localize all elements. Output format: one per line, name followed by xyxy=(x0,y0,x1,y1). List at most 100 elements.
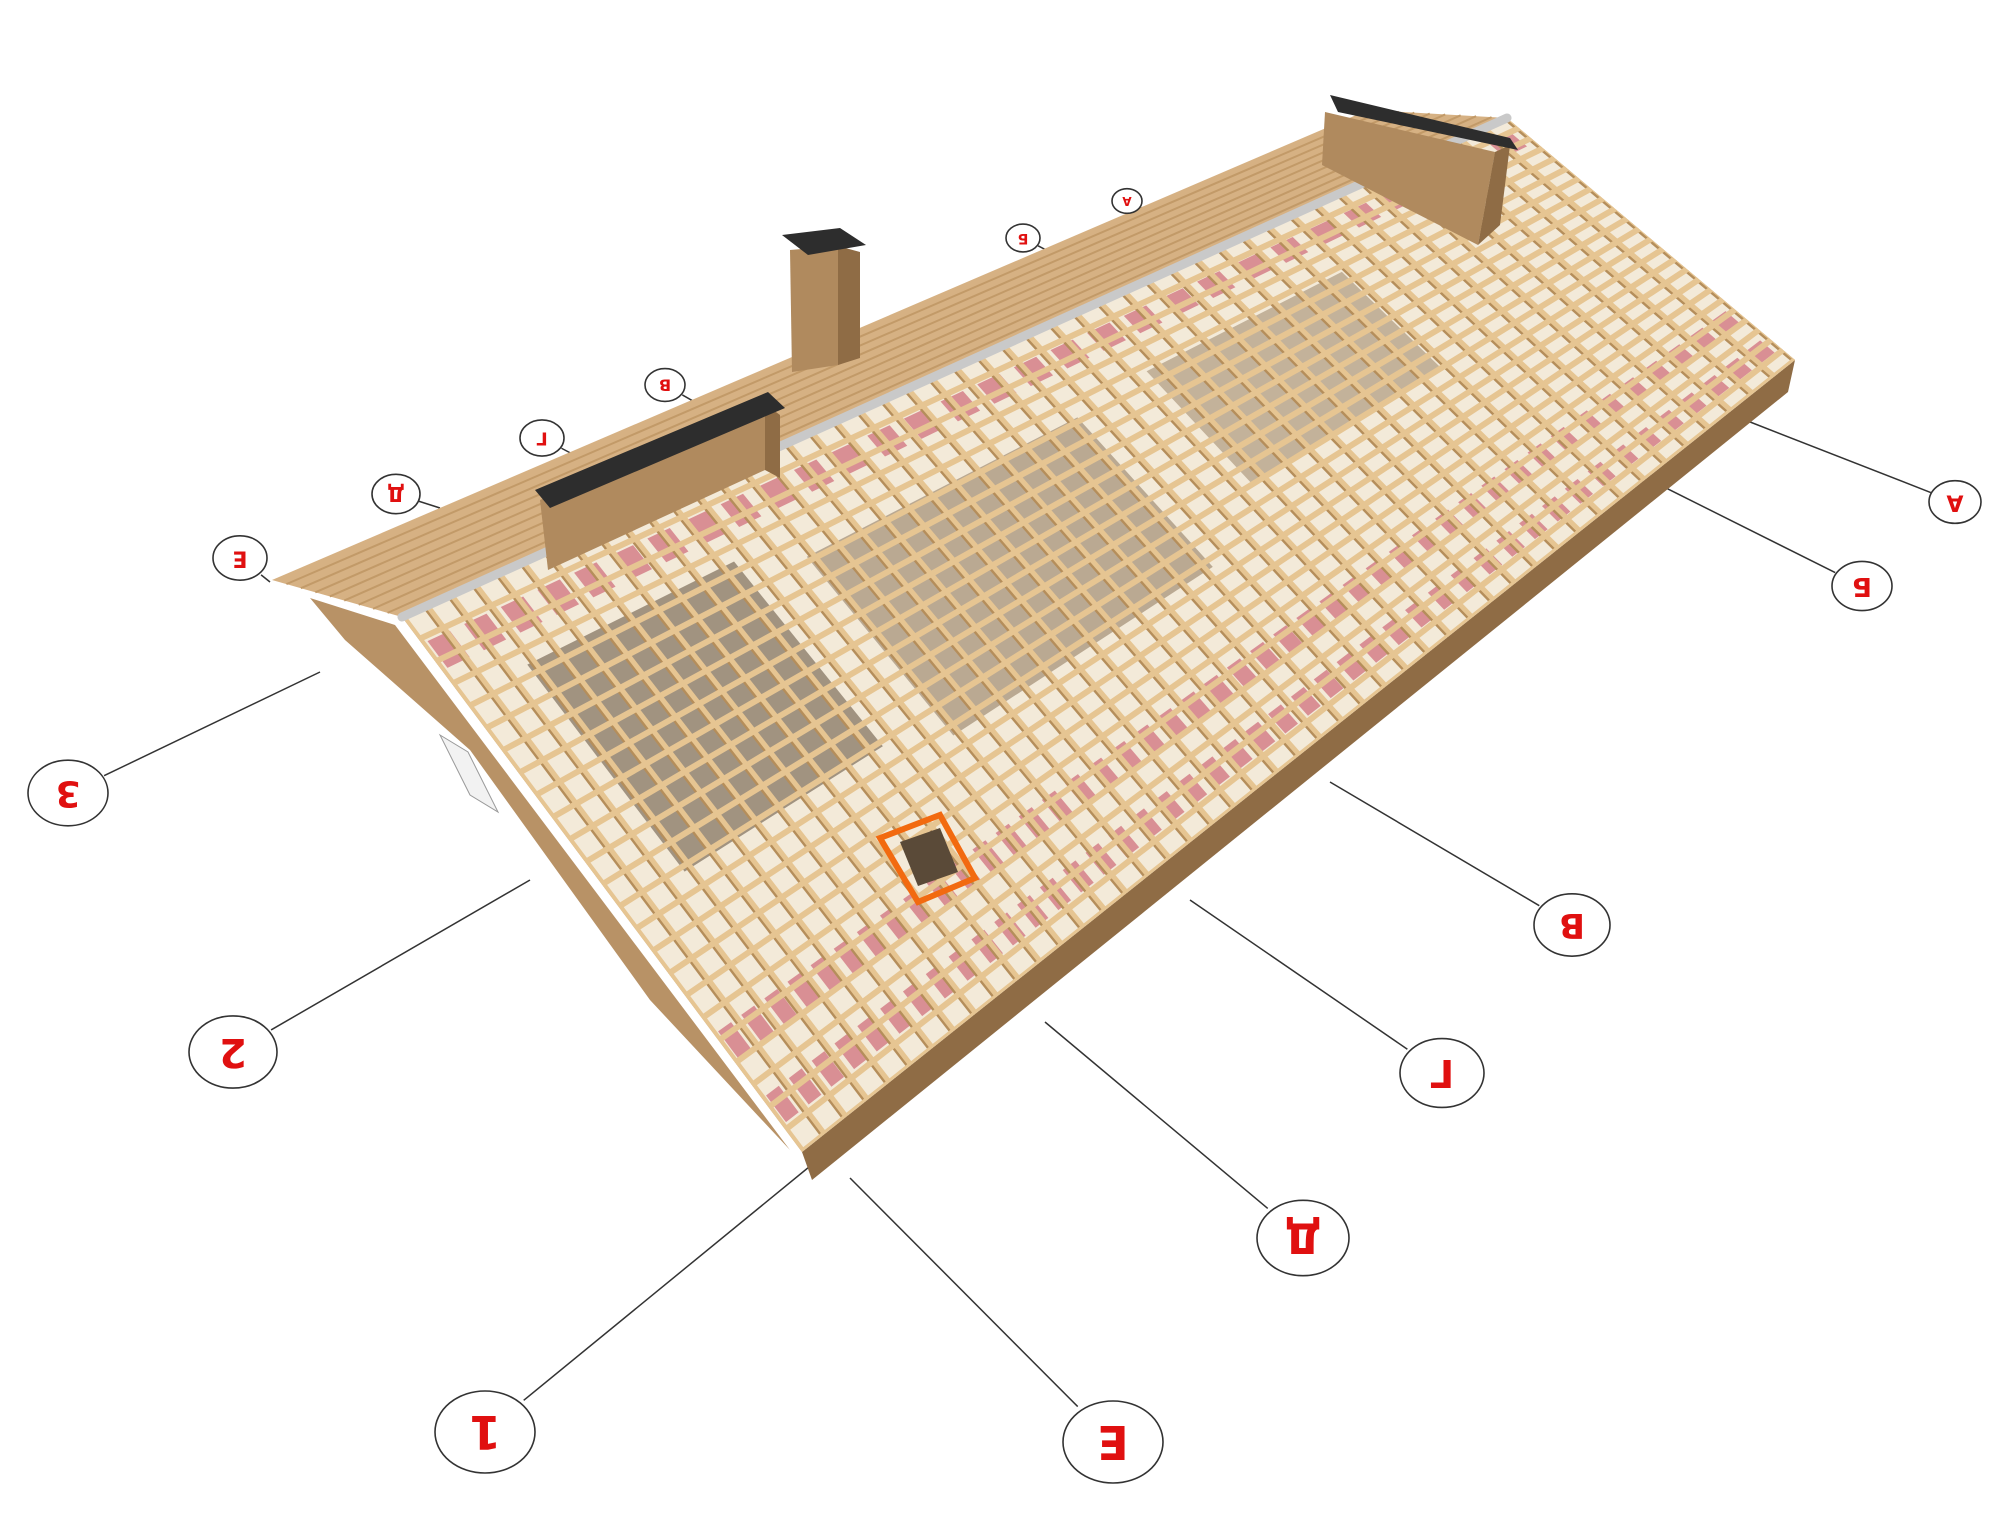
axis-bubble-label: А xyxy=(1122,194,1132,208)
chimney-center xyxy=(782,228,866,372)
batten xyxy=(633,256,1677,932)
batten xyxy=(467,155,1557,709)
insulation-strip xyxy=(1180,691,1211,721)
insulation-strip xyxy=(1678,392,1707,416)
axis-bubble-back-B xyxy=(1005,223,1041,253)
insulation-strip xyxy=(1296,608,1326,637)
insulation-strip xyxy=(1088,757,1119,789)
insulation-strip xyxy=(880,999,913,1034)
insulation-strip xyxy=(427,630,470,668)
batten xyxy=(617,246,1665,910)
batten xyxy=(683,286,1713,999)
insulation-strip xyxy=(757,476,798,510)
axis-bubble-label: Б xyxy=(1018,230,1029,246)
insulation-strip xyxy=(1131,808,1162,840)
insulation-strip xyxy=(1382,617,1412,646)
axis-bubble-right-B xyxy=(1831,560,1893,612)
insulation-strip xyxy=(1450,565,1480,593)
insulation-strip xyxy=(1199,756,1230,787)
axis-bubble-label: Д xyxy=(1284,1214,1321,1263)
leader-line-front-1 xyxy=(523,1157,821,1401)
axis-bubble-label: Е xyxy=(1097,1415,1128,1469)
insulation-strip xyxy=(902,981,935,1017)
batten xyxy=(583,226,1641,865)
insulation-strip xyxy=(610,545,653,580)
leader-line-front-2 xyxy=(270,879,531,1031)
leader-line-front-E xyxy=(849,1177,1079,1408)
insulation-strip xyxy=(833,939,866,974)
insulation-strip xyxy=(787,972,820,1008)
chimney-left xyxy=(535,392,785,570)
insulation-strip xyxy=(811,1051,845,1087)
insulation-strip xyxy=(1313,669,1344,699)
leader-line-front-G xyxy=(1189,899,1408,1050)
insulation-strip xyxy=(1160,288,1199,316)
axis-bubble-back-E xyxy=(212,535,268,581)
insulation-strip xyxy=(1273,625,1303,654)
batten xyxy=(766,337,1773,1110)
batten xyxy=(800,357,1795,1152)
insulation-strip xyxy=(1111,741,1142,772)
axis-bubble-front-G xyxy=(1399,1037,1485,1109)
batten xyxy=(783,347,1785,1133)
insulation-strip xyxy=(1747,340,1775,363)
leader-line-right-A xyxy=(1744,419,1932,494)
insulation-strip xyxy=(1245,721,1276,752)
axis-bubble-front-3 xyxy=(27,759,109,827)
insulation-strip xyxy=(1656,409,1684,434)
batten xyxy=(700,297,1725,1021)
leader-line-front-3 xyxy=(103,671,321,777)
roof-hatch-highlight xyxy=(875,811,980,906)
insulation-strip xyxy=(1405,600,1435,628)
insulation-strip xyxy=(903,408,944,439)
insulation-strip xyxy=(977,373,1017,404)
axis-bubble-front-V xyxy=(1533,893,1611,957)
insulation-strip xyxy=(1176,773,1208,805)
axis-bubble-label: 1 xyxy=(469,1405,501,1459)
batten xyxy=(500,175,1581,754)
axis-bubble-label: Е xyxy=(232,546,247,571)
batten xyxy=(750,327,1761,1088)
insulation-strip xyxy=(810,955,843,991)
batten xyxy=(483,165,1569,732)
insulation-strip xyxy=(1087,322,1126,351)
tile-row xyxy=(329,112,1431,598)
batten xyxy=(716,307,1737,1043)
insulation-strip xyxy=(1427,583,1457,610)
gable-window xyxy=(438,733,500,814)
insulation-strip xyxy=(766,1085,799,1123)
insulation-strip xyxy=(1411,526,1441,553)
insulation-strip xyxy=(830,442,871,475)
axis-bubble-label: 2 xyxy=(219,1029,247,1075)
tile-row xyxy=(314,111,1415,594)
insulation-strip xyxy=(684,510,725,545)
insulation-strip xyxy=(1342,575,1372,603)
insulation-strip xyxy=(1203,674,1234,704)
axis-bubble-front-D xyxy=(1256,1199,1350,1277)
axis-bubble-back-V xyxy=(644,367,686,403)
insulation-strip xyxy=(1359,635,1389,663)
leader-line-right-B xyxy=(1649,479,1836,574)
tile-row xyxy=(343,113,1446,602)
insulation-strip xyxy=(1290,687,1321,716)
axis-bubble-right-A xyxy=(1928,479,1982,525)
batten xyxy=(650,266,1689,954)
batten xyxy=(600,236,1653,888)
insulation-strip xyxy=(834,1033,867,1070)
axis-bubble-front-2 xyxy=(188,1015,278,1089)
chimney-right xyxy=(1322,95,1518,245)
insulation-strip xyxy=(788,1068,822,1105)
axis-bubble-back-D xyxy=(371,473,421,515)
axis-bubble-front-1 xyxy=(434,1390,536,1474)
batten xyxy=(733,317,1749,1066)
leader-line-back-E xyxy=(260,574,271,583)
eave-wall xyxy=(802,360,1795,1180)
insulation-strip xyxy=(1250,641,1280,671)
axis-bubble-label: Д xyxy=(387,482,405,506)
batten xyxy=(434,135,1533,665)
insulation-strip xyxy=(1222,739,1253,769)
insulation-strip xyxy=(1633,427,1662,451)
batten xyxy=(567,216,1629,843)
axis-bubble-back-G xyxy=(519,419,565,457)
leader-line-front-D xyxy=(1044,1021,1269,1210)
